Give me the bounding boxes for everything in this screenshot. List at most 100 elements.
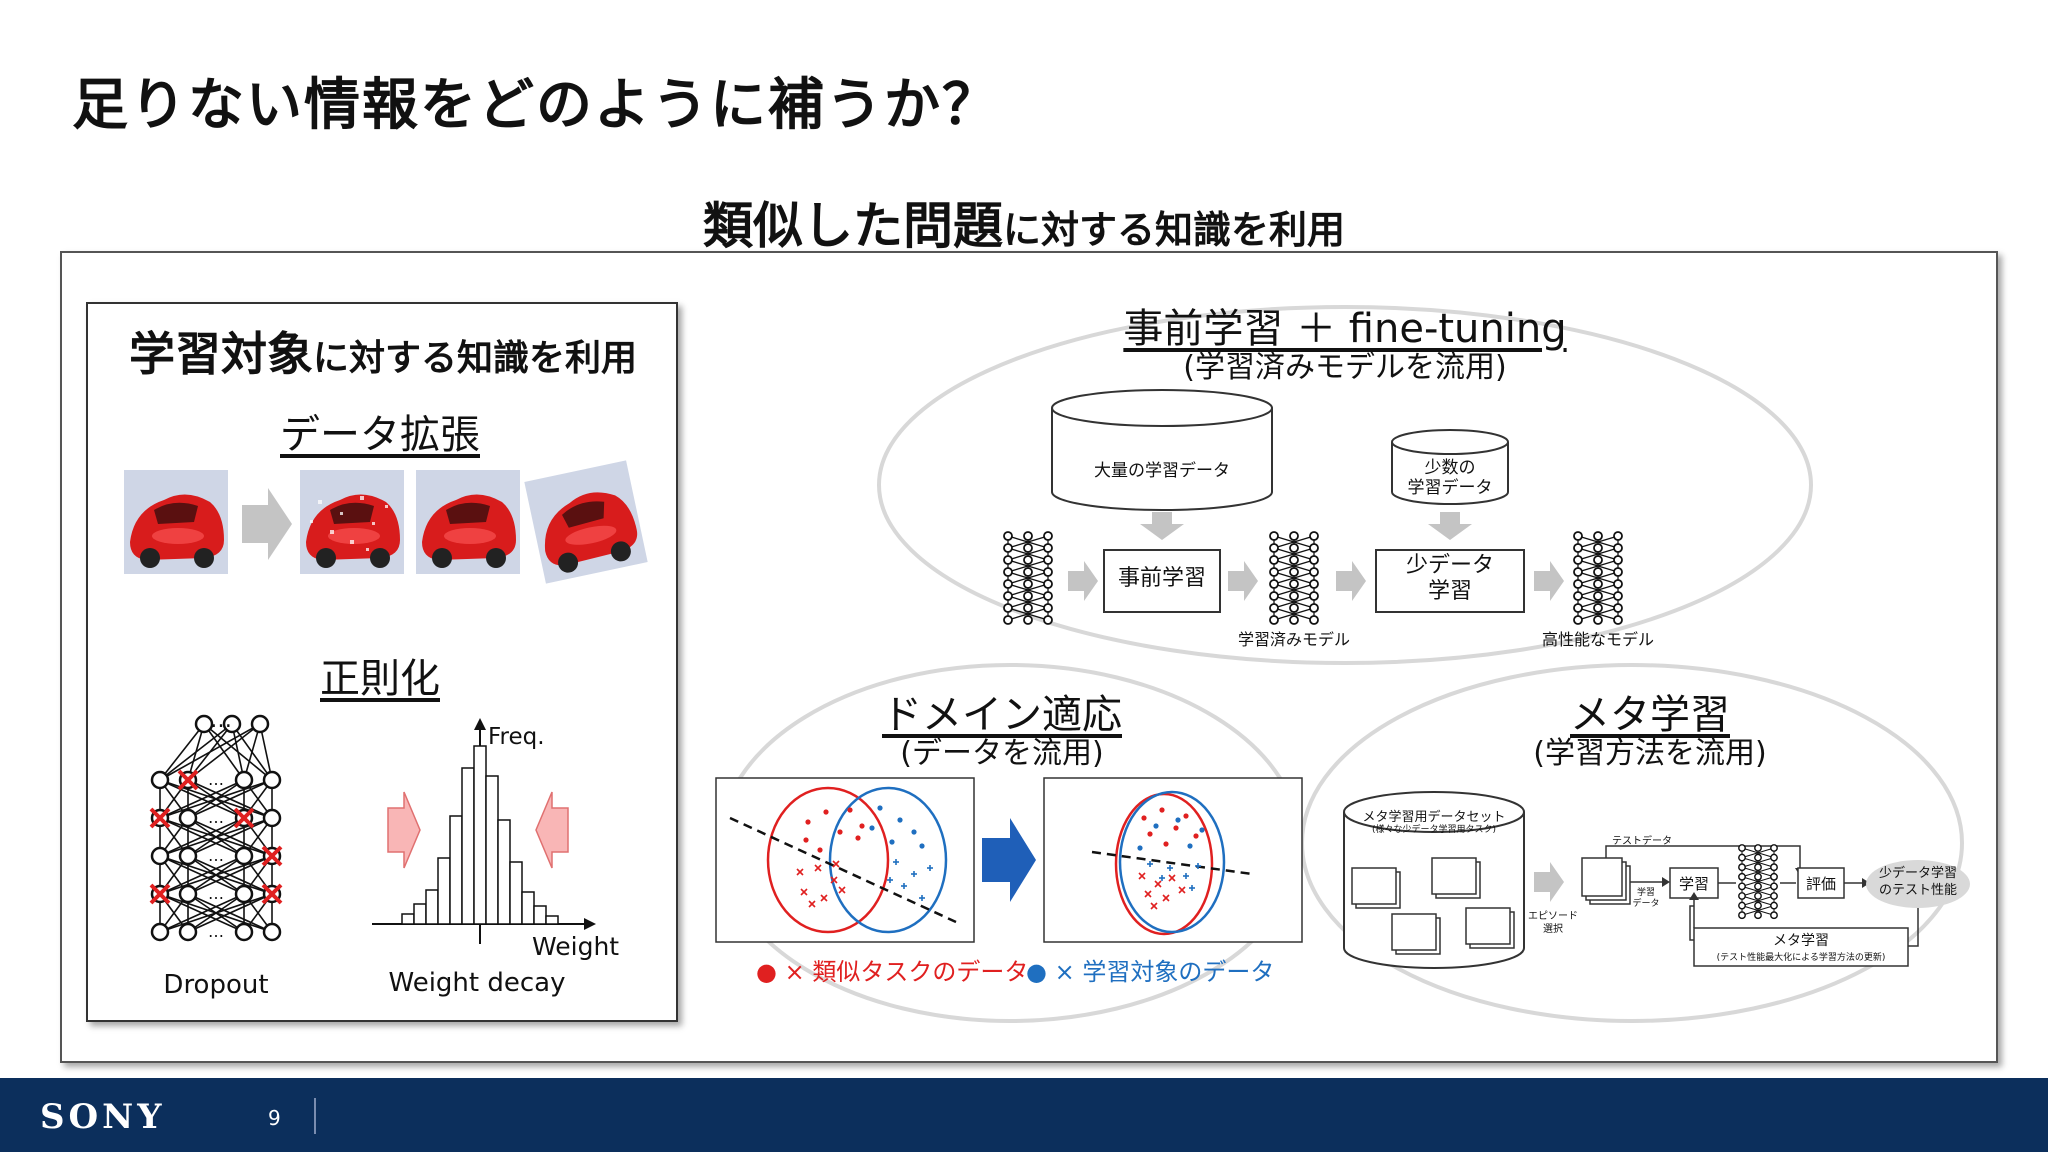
domain-adapt-arrow — [982, 818, 1036, 902]
dropout-x-mark — [261, 883, 283, 905]
dropout-node — [178, 846, 198, 866]
similar-data-point — [1147, 831, 1153, 837]
similar-data-cross — [838, 886, 846, 894]
augmentation-heading: データ拡張 — [280, 412, 480, 458]
arrow-episode — [1534, 862, 1564, 902]
fewdata-box — [1375, 549, 1525, 613]
meta-update-box — [1693, 927, 1909, 967]
similar-data-cross — [1162, 894, 1170, 902]
trained-model-label: 学習済みモデル — [1237, 630, 1350, 649]
freq-axis-arrow — [474, 718, 486, 730]
meta-eval-arrowhead — [1862, 878, 1870, 888]
legend-similar-marker: ● × — [756, 958, 805, 986]
similar-data-point — [823, 809, 829, 815]
fewdata-line1: 少データ — [1405, 553, 1494, 578]
dropout-edge — [159, 855, 273, 895]
similar-data-cross — [814, 864, 822, 872]
dropout-edge — [231, 723, 245, 781]
meta-heading: メタ学習 — [1570, 692, 1730, 738]
meta-perf-to-update — [1908, 908, 1919, 947]
dropout-x-mark — [149, 883, 171, 905]
sony-logo: SONY — [40, 1097, 166, 1137]
meta-sub: (学習方法を流用) — [1533, 736, 1767, 771]
domain-after-panel — [1043, 777, 1303, 943]
domain-before-red — [766, 786, 890, 934]
initial-network-icon — [1003, 531, 1053, 625]
train-data-line2: データ — [1632, 898, 1660, 909]
similar-data-point — [859, 823, 865, 829]
footer-divider — [314, 1098, 316, 1134]
similar-data-cross — [1178, 886, 1186, 894]
high-model-label: 高性能なモデル — [1541, 630, 1654, 649]
similar-data-cross — [808, 900, 816, 908]
pretraining-sub: (学習済みモデルを流用) — [1183, 350, 1507, 385]
dropout-node — [234, 884, 254, 904]
similar-data-cross — [832, 860, 840, 868]
meta-task-stacks — [1351, 857, 1515, 955]
similar-data-point — [1159, 807, 1165, 813]
dropout-edge — [159, 817, 273, 857]
left-panel — [86, 302, 678, 1022]
meta-test-data-label: テストデータ — [1612, 836, 1672, 847]
dropout-node — [262, 922, 282, 942]
fewdata-box-label: 少データ学習 — [1376, 553, 1524, 606]
meta-update-sub: (テスト性能最大化による学習方法の更新) — [1716, 953, 1886, 963]
dropout-node — [250, 714, 270, 734]
arrow-from-pretrain — [1228, 561, 1258, 601]
train-data-line1: 学習 — [1636, 888, 1655, 898]
similar-data-cross — [1168, 874, 1176, 882]
dropout-edge — [159, 855, 245, 895]
legend-similar-text: 類似タスクのデータ — [812, 958, 1029, 986]
meta-perf-label: 少データ学習のテスト性能 — [1866, 866, 1970, 900]
similar-data-point — [817, 847, 823, 853]
meta-episode-label: エピソード選択 — [1514, 910, 1592, 936]
small-data-cylinder — [1391, 429, 1509, 505]
large-data-cylinder — [1051, 389, 1273, 511]
target-data-point — [1187, 843, 1193, 849]
meta-perf-ellipse — [1866, 860, 1970, 908]
similar-data-point — [1141, 815, 1147, 821]
car-image-noise — [300, 470, 404, 574]
similar-data-cross — [800, 888, 808, 896]
episode-line1: エピソード — [1528, 911, 1578, 922]
dropout-edge — [187, 723, 261, 781]
left-panel-heading: 学習対象に対する知識を利用 — [96, 318, 670, 384]
small-data-line2: 学習データ — [1407, 478, 1493, 499]
dropout-node — [234, 770, 254, 790]
dropout-edge — [159, 893, 245, 933]
small-data-label: 少数の学習データ — [1392, 458, 1508, 499]
domain-sub: (データを流用) — [900, 736, 1104, 771]
meta-loop-line — [1689, 905, 1694, 941]
histogram-bar — [533, 905, 547, 925]
pretraining-heading: 事前学習 ＋ fine-tuning — [1123, 306, 1567, 352]
episode-line2: 選択 — [1543, 924, 1563, 935]
dropout-edge — [159, 723, 261, 781]
pretrain-box — [1103, 549, 1221, 613]
dropout-edge — [243, 723, 261, 781]
perf-line2: のテスト性能 — [1878, 882, 1957, 898]
trained-model-network-icon — [1269, 531, 1319, 625]
meta-test-data-line — [1605, 845, 1801, 870]
small-data-line1: 少数の — [1424, 458, 1476, 478]
legend-target-marker: ● × — [1026, 958, 1075, 986]
dropout-edge — [159, 893, 273, 933]
target-data-point — [1199, 827, 1205, 833]
similar-data-cross — [1144, 890, 1152, 898]
slide-subtitle: 類似した問題に対する知識を利用 — [0, 186, 2048, 258]
dropout-node — [222, 714, 242, 734]
legend-target: ● × 学習対象のデータ — [1026, 952, 1274, 987]
domain-before-boundary — [729, 816, 957, 924]
meta-eval-box — [1797, 867, 1845, 899]
meta-network-icon — [1738, 844, 1778, 920]
meta-loop-arrowhead — [1689, 892, 1699, 900]
dropout-edge — [159, 723, 205, 781]
meta-learn-box-label: 学習 — [1678, 875, 1709, 893]
legend-similar: ● × 類似タスクのデータ — [756, 952, 1028, 987]
domain-after-boundary — [1091, 850, 1253, 876]
dropout-edge — [159, 817, 245, 857]
dropout-x-mark — [149, 807, 171, 829]
augmentation-arrow — [242, 488, 292, 560]
left-squeeze-arrow — [387, 791, 421, 869]
